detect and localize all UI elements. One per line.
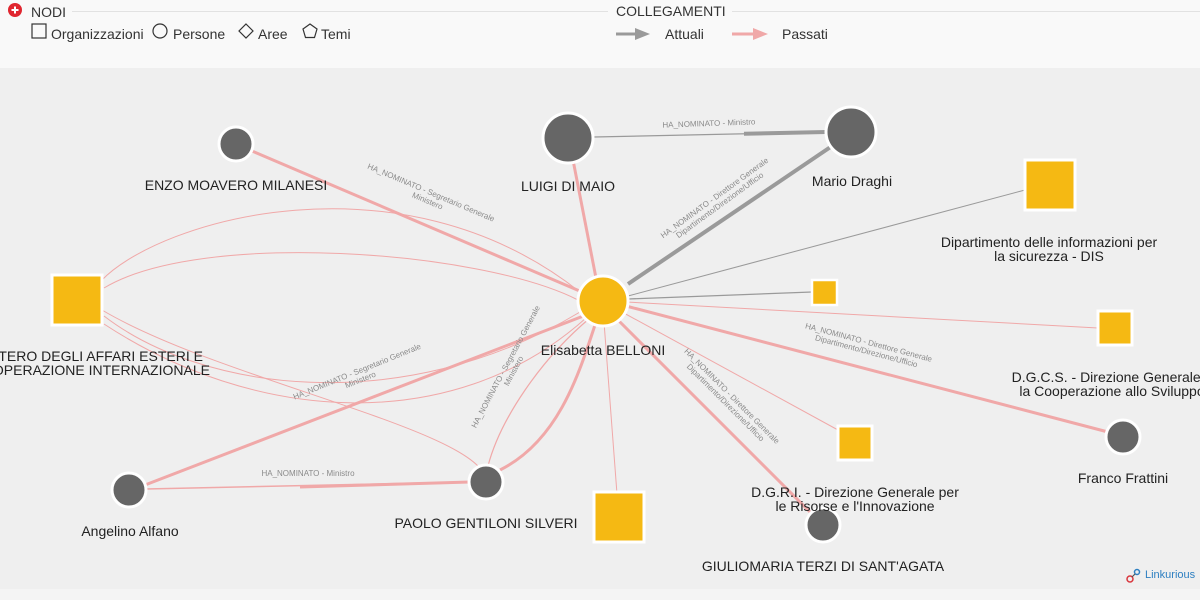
legend-divider	[72, 11, 608, 12]
node-label-moavero: ENZO MOAVERO MILANESI	[144, 177, 328, 193]
node-dimaio[interactable]	[541, 111, 595, 165]
edge-belloni-draghi[interactable]	[626, 144, 834, 286]
edge-alfano-belloni[interactable]	[144, 313, 587, 487]
node-dgcs[interactable]	[1096, 309, 1134, 347]
square-icon	[31, 23, 47, 39]
node-label-draghi: Mario Draghi	[811, 173, 893, 189]
legend-type-persons: Persone	[173, 26, 226, 42]
legend-link-current: Attuali	[665, 26, 704, 42]
node-moavero[interactable]	[217, 125, 255, 163]
edge-label-belloni-draghi: HA_NOMINATO - Direttore Generale Diparti…	[659, 156, 771, 241]
edge-label-alfano-gentiloni: HA_NOMINATO - Ministro	[261, 469, 355, 478]
svg-text:Dipartimento/Direzione/Ufficio: Dipartimento/Direzione/Ufficio	[674, 170, 765, 240]
circle-icon	[152, 23, 168, 39]
edge-gentiloni-belloni[interactable]	[499, 321, 598, 472]
edge-label-belloni-terzi: HA_NOMINATO - Direttore Generale Diparti…	[682, 347, 781, 446]
legend-link-past: Passati	[782, 26, 828, 42]
node-dis[interactable]	[1023, 158, 1077, 212]
svg-text:HA_NOMINATO - Segretario Gener: HA_NOMINATO - Segretario Generale	[470, 304, 543, 430]
linkurious-link[interactable]: Linkurious	[1145, 569, 1196, 581]
edge-dimaio-draghi-thick	[593, 130, 827, 139]
legend-type-themes: Temi	[321, 26, 351, 42]
svg-text:HA_NOMINATO - Direttore Genera: HA_NOMINATO - Direttore Generale	[682, 347, 781, 446]
node-frattini[interactable]	[1104, 418, 1142, 456]
footer-bar	[0, 589, 1200, 600]
node-org-small[interactable]	[810, 278, 839, 307]
legend-panel: NODI COLLEGAMENTI Organizzazioni Persone…	[0, 0, 1200, 68]
legend-divider	[732, 11, 1200, 12]
edge-belloni-org[interactable]	[627, 291, 813, 300]
graph-svg: HA_NOMINATO - Ministro HA_NOMINATO - Dir…	[50, 105, 1142, 544]
node-label-terzi: GIULIOMARIA TERZI DI SANT'AGATA	[701, 558, 945, 574]
edge-gentiloni-belloni-thin[interactable]	[487, 317, 591, 467]
svg-text:HA_NOMINATO - Segretario Gener: HA_NOMINATO - Segretario Generale	[366, 162, 496, 224]
legend-type-areas: Aree	[258, 26, 288, 42]
edge-dimaio-belloni[interactable]	[571, 159, 598, 279]
node-org-bottom[interactable]	[592, 490, 646, 544]
edge-label-moavero-belloni: HA_NOMINATO - Segretario Generale Minist…	[366, 162, 496, 224]
svg-text:HA_NOMINATO - Segretario Gener: HA_NOMINATO - Segretario Generale	[292, 342, 423, 402]
node-label-alfano: Angelino Alfano	[81, 523, 179, 539]
node-alfano[interactable]	[110, 471, 148, 509]
edge-maeci-belloni-arc[interactable]	[103, 311, 581, 384]
add-node-icon[interactable]	[7, 2, 23, 18]
edge-moavero-belloni[interactable]	[251, 149, 583, 294]
node-draghi[interactable]	[824, 105, 878, 159]
edge-belloni-frattini[interactable]	[625, 304, 1109, 434]
legend-type-organizations: Organizzazioni	[51, 26, 144, 42]
edge-belloni-dis[interactable]	[627, 189, 1026, 297]
edge-maeci-belloni-arc[interactable]	[103, 252, 579, 301]
edge-belloni-dgcs[interactable]	[625, 301, 1099, 329]
node-label-gentiloni: PAOLO GENTILONI SILVERI	[394, 515, 578, 531]
graph-canvas[interactable]: HA_NOMINATO - Ministro HA_NOMINATO - Dir…	[0, 68, 1200, 589]
node-label-dimaio: LUIGI DI MAIO	[520, 178, 616, 194]
past-link-icon	[732, 28, 768, 40]
linkurious-logo-icon	[1126, 568, 1141, 583]
edge-maeci-belloni-arc[interactable]	[103, 317, 587, 404]
node-label-frattini: Franco Frattini	[1077, 470, 1169, 486]
pentagon-icon	[302, 23, 318, 39]
edge-maeci-belloni-arc[interactable]	[101, 208, 581, 293]
node-maeci[interactable]	[50, 273, 104, 327]
diamond-icon	[238, 23, 254, 39]
legend-links-title: COLLEGAMENTI	[616, 3, 726, 19]
current-link-icon	[616, 28, 650, 40]
legend-nodes-title: NODI	[31, 4, 66, 20]
node-gentiloni[interactable]	[467, 463, 505, 501]
edge-belloni-dgri[interactable]	[621, 311, 839, 431]
edge-label-belloni-frattini: HA_NOMINATO - Direttore Generale Diparti…	[804, 321, 933, 369]
edge-label-dimaio-draghi: HA_NOMINATO - Ministro	[662, 117, 756, 129]
node-belloni[interactable]	[576, 274, 630, 328]
node-terzi[interactable]	[804, 506, 842, 544]
edge-alfano-gentiloni-thick	[299, 480, 471, 489]
svg-text:Dipartimento/Direzione/Ufficio: Dipartimento/Direzione/Ufficio	[685, 362, 766, 443]
node-dgri[interactable]	[836, 424, 874, 462]
edge-belloni-terzi[interactable]	[614, 316, 812, 514]
edge-belloni-org-bottom[interactable]	[603, 321, 618, 495]
node-label-belloni: Elisabetta BELLONI	[540, 342, 666, 358]
